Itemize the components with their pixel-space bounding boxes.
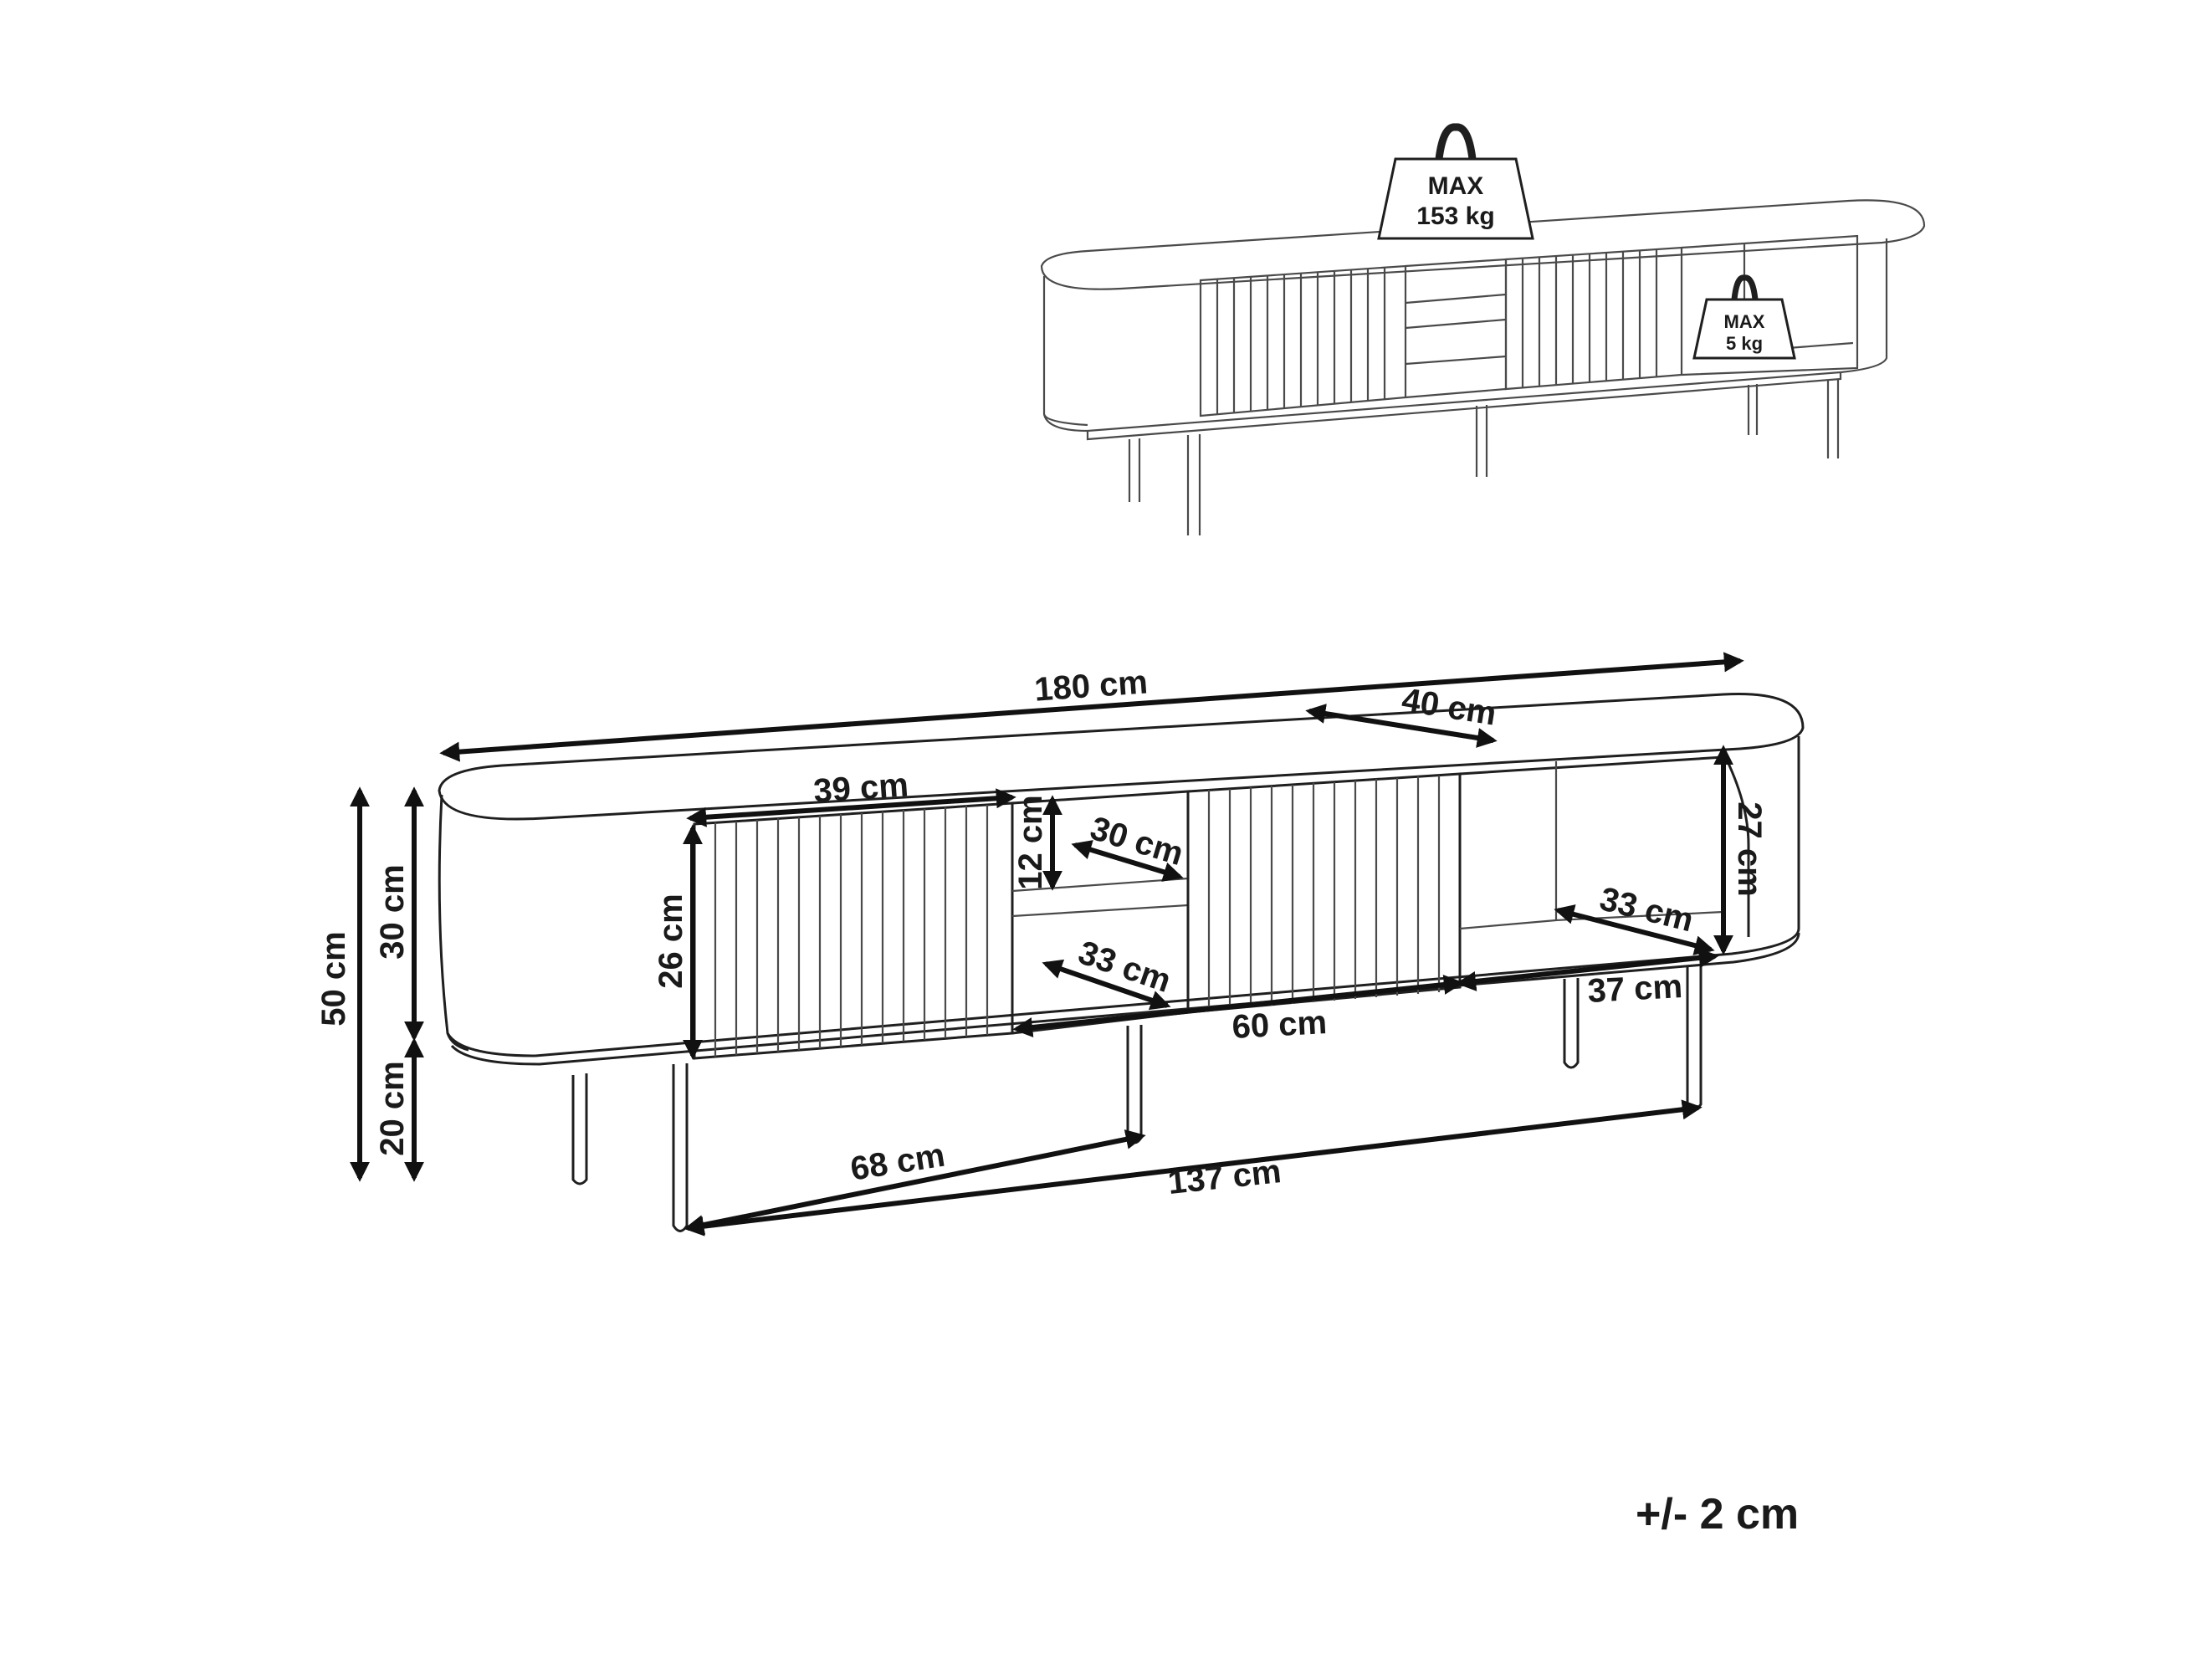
dim-total-width: 180 cm — [1033, 663, 1149, 708]
dim-open-shelf-height: 27 cm — [1731, 801, 1768, 896]
perspective-door-left — [1199, 264, 1407, 417]
weight-top-line2: 153 kg — [1416, 202, 1494, 230]
dim-right-width: 37 cm — [1587, 968, 1684, 1010]
dimension-lines — [350, 652, 1744, 1237]
dim-leg-width-span: 137 cm — [1166, 1153, 1283, 1201]
weight-icon-small — [1692, 274, 1796, 360]
tolerance-note: +/- 2 cm — [1636, 1490, 1800, 1539]
weight-icon — [1377, 123, 1534, 240]
main-door-center — [1186, 772, 1462, 1014]
dim-open-shelf-depth: 33 cm — [1596, 880, 1697, 939]
dim-center-width: 60 cm — [1231, 1004, 1329, 1046]
dim-leg-height: 20 cm — [374, 1061, 411, 1155]
dim-door-width: 39 cm — [812, 766, 909, 810]
dim-total-height: 50 cm — [315, 931, 352, 1026]
weight-shelf-line2: 5 kg — [1726, 333, 1763, 354]
dim-body-height: 30 cm — [374, 864, 411, 959]
dim-door-height: 26 cm — [653, 894, 689, 988]
perspective-door-right — [1504, 246, 1683, 391]
dim-top-depth: 40 cm — [1400, 682, 1499, 733]
dim-drawer-height: 12 cm — [1012, 795, 1049, 889]
perspective-view — [1040, 199, 1926, 535]
weight-shelf-line1: MAX — [1724, 311, 1765, 332]
weight-top-line1: MAX — [1428, 172, 1484, 200]
